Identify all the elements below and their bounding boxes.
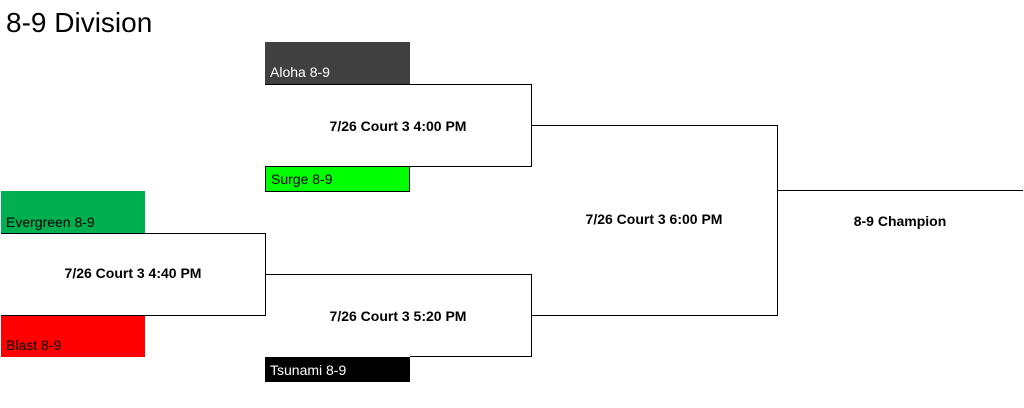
champion-label: 8-9 Champion xyxy=(853,213,947,229)
bracket-line xyxy=(410,356,532,357)
champion-line xyxy=(777,190,1023,191)
game-1-label: 7/26 Court 3 4:00 PM xyxy=(329,118,467,134)
team-evergreen: Evergreen 8-9 xyxy=(1,191,145,234)
bracket-line xyxy=(410,166,532,167)
game-4-label: 7/26 Court 3 6:00 PM xyxy=(585,211,723,227)
team-surge: Surge 8-9 xyxy=(265,166,410,192)
game-2-label: 7/26 Court 3 4:40 PM xyxy=(64,265,202,281)
team-tsunami: Tsunami 8-9 xyxy=(265,357,410,382)
team-blast: Blast 8-9 xyxy=(1,315,145,357)
bracket-line xyxy=(1,233,266,234)
bracket-line xyxy=(1,315,266,316)
bracket-line xyxy=(265,84,532,85)
bracket-line xyxy=(265,274,532,275)
bracket-line xyxy=(531,125,778,126)
team-aloha: Aloha 8-9 xyxy=(265,42,410,84)
page-title: 8-9 Division xyxy=(6,7,153,38)
bracket-line xyxy=(531,315,778,316)
game-3-label: 7/26 Court 3 5:20 PM xyxy=(329,308,467,324)
bracket-line xyxy=(777,125,778,316)
